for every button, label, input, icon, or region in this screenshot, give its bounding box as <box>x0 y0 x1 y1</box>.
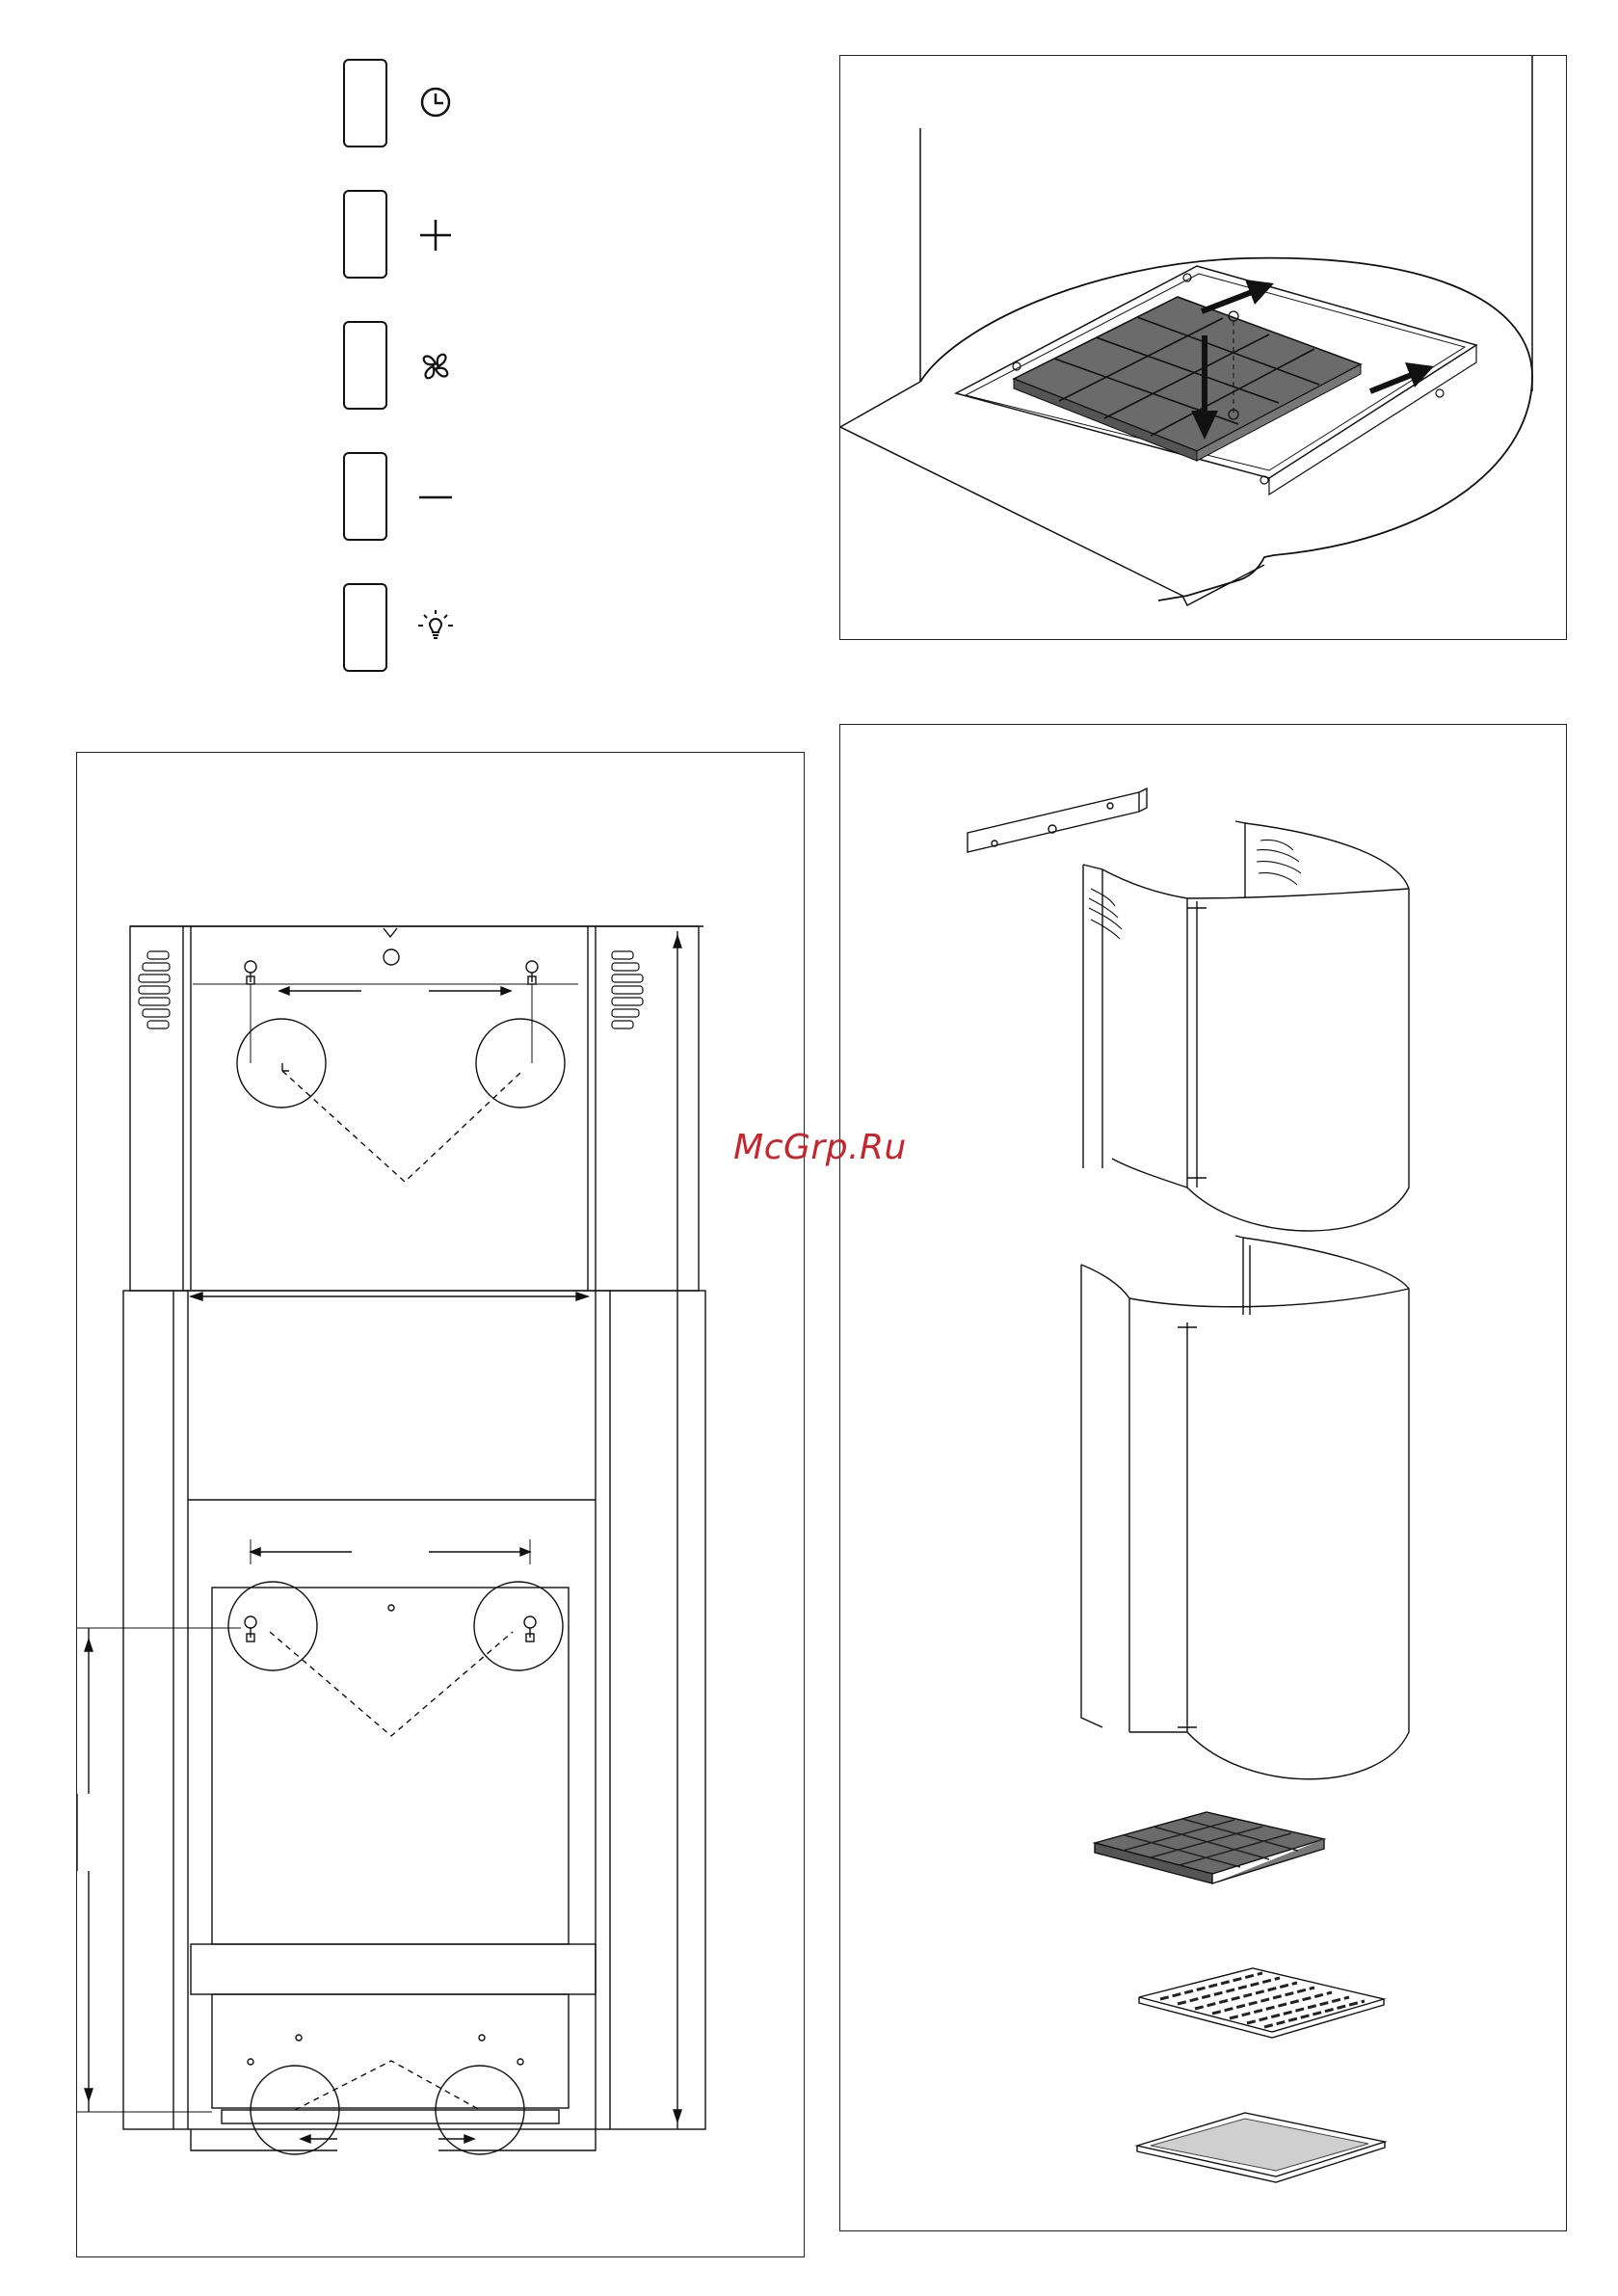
light-button[interactable] <box>343 583 387 672</box>
parts-figure <box>839 724 1567 2231</box>
carbon-filter-install-illustration <box>840 56 1565 638</box>
grease-filter-mesh-icon <box>1137 2113 1385 2182</box>
wall-mounting-bracket-diagram <box>77 753 803 2256</box>
wall-mount-figure <box>76 752 805 2257</box>
minus-icon <box>416 478 455 517</box>
fan-icon <box>416 347 455 386</box>
upper-chimney-cover-icon <box>1083 821 1409 1231</box>
filter-install-figure <box>839 55 1567 640</box>
minus-button[interactable] <box>343 452 387 541</box>
lower-chimney-cover-icon <box>1081 1236 1409 1779</box>
plus-button[interactable] <box>343 190 387 279</box>
wall-bracket-icon <box>968 788 1147 852</box>
grease-filter-grid-icon <box>1139 1968 1384 2038</box>
light-bulb-icon <box>416 607 455 646</box>
carbon-filter-icon <box>1095 1812 1324 1883</box>
clock-icon <box>416 83 455 121</box>
plus-icon <box>416 216 455 254</box>
timer-button[interactable] <box>343 59 387 147</box>
fan-button[interactable] <box>343 321 387 410</box>
watermark: McGrp.Ru <box>719 1128 921 1167</box>
